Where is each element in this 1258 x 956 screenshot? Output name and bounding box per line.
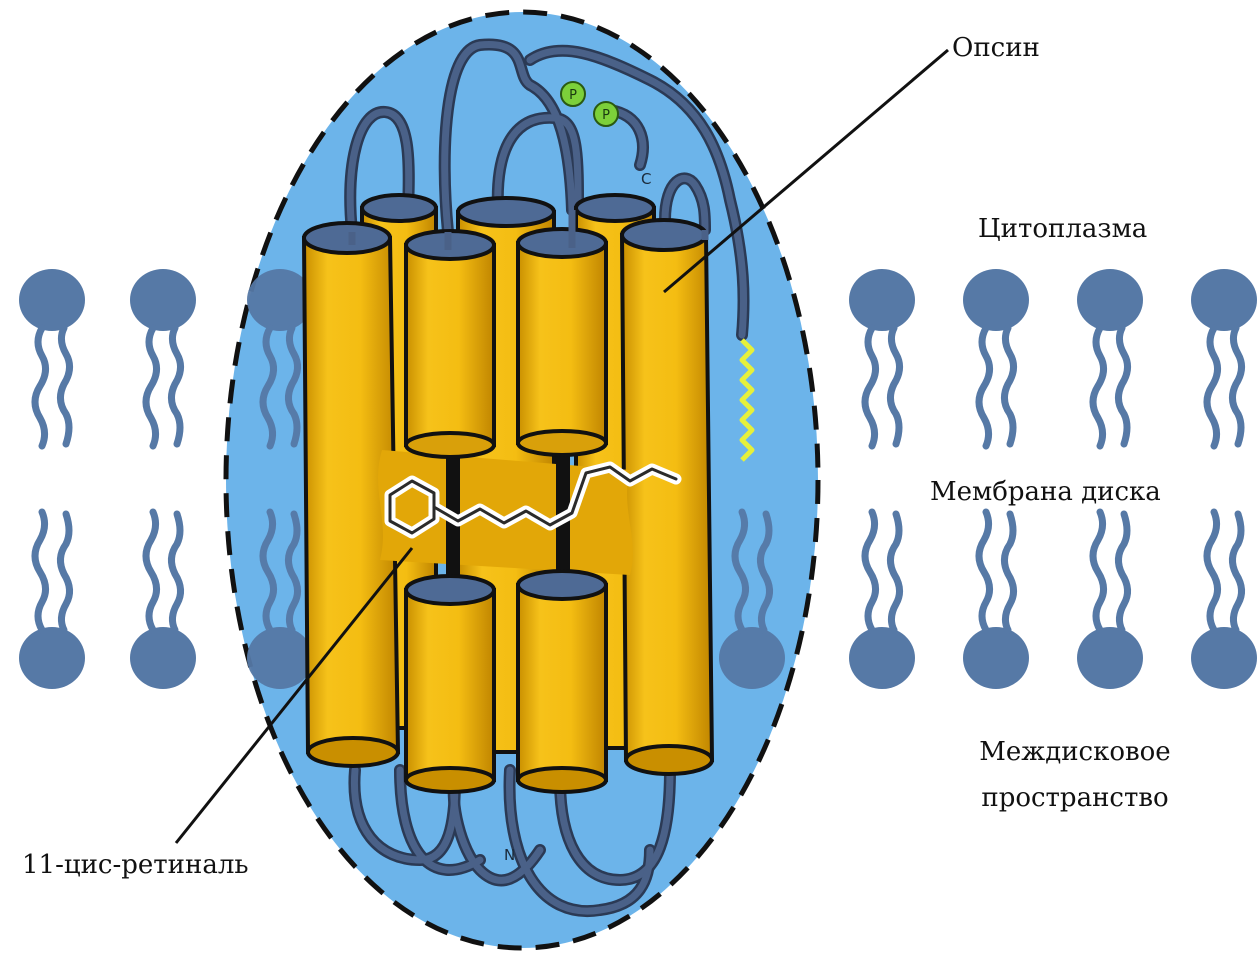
interdisc-space-label-line2: пространство [981,783,1168,813]
phosphate-2-label: P [602,108,610,123]
helix-upper-middle-right [518,229,606,455]
opsin-label: Опсин [952,33,1040,63]
phosphate-1-label: P [569,88,577,103]
disc-membrane-label: Мембрана диска [930,477,1161,507]
helix-upper-middle-left [406,231,494,457]
c-terminus-label: C [641,170,651,188]
helix-lower-middle-left [406,576,494,792]
cytoplasm-label: Цитоплазма [978,214,1147,244]
retinal-label: 11-цис-ретиналь [22,850,249,880]
interdisc-space-label-line1: Междисковое [979,737,1170,767]
helix-front-right [622,220,712,774]
helix-lower-middle-right [518,571,606,792]
n-terminus-label: N [504,846,515,864]
